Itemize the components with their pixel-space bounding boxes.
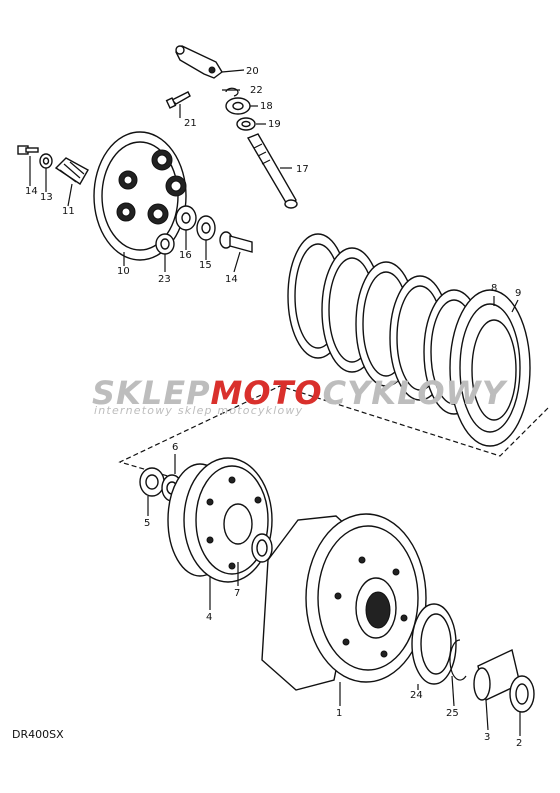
watermark-logo: SKLEPMOTOCYKLOWY internetowy sklep motoc… — [92, 374, 508, 417]
callout-11: 11 — [62, 206, 75, 217]
callout-6: 6 — [172, 442, 178, 453]
watermark-brand-part2: MOTO — [211, 374, 323, 412]
callout-13: 13 — [40, 192, 53, 203]
watermark-subtitle: internetowy sklep motocyklowy — [94, 404, 303, 417]
callout-18: 18 — [260, 101, 273, 112]
callout-20: 20 — [246, 66, 259, 77]
callout-16: 16 — [179, 250, 192, 261]
callout-23: 23 — [158, 274, 171, 285]
callout-22: 22 — [250, 85, 263, 96]
callout-19: 19 — [268, 119, 281, 130]
model-code: DR400SX — [12, 728, 64, 741]
watermark-brand-part3: CYKLOWY — [323, 374, 508, 412]
callout-9: 9 — [515, 288, 521, 299]
callout-24: 24 — [410, 690, 423, 701]
callout-21: 21 — [184, 118, 197, 129]
callout-7: 7 — [234, 588, 240, 599]
callout-2: 2 — [516, 738, 522, 749]
alignment-leader — [118, 385, 549, 493]
clutch-plates-stack — [287, 233, 531, 447]
callout-10: 10 — [117, 266, 130, 277]
clutch-housing-group — [261, 513, 427, 691]
gear-shaft-group — [411, 603, 535, 713]
callout-14-pushpiece: 14 — [225, 274, 238, 285]
clutch-hub-group — [139, 457, 273, 583]
callout-5: 5 — [144, 518, 150, 529]
leader-lines — [29, 69, 521, 736]
callout-14-bolt: 14 — [25, 186, 38, 197]
callout-8: 8 — [491, 283, 497, 294]
callout-labels: 20 22 18 19 21 17 14 13 11 10 23 16 15 1… — [25, 66, 522, 749]
svg-text:SKLEPMOTOCYKLOWY: SKLEPMOTOCYKLOWY — [92, 374, 508, 412]
callout-4: 4 — [206, 612, 212, 623]
callout-25: 25 — [446, 708, 459, 719]
watermark-brand-part1: SKLEP — [92, 374, 211, 412]
callout-17: 17 — [296, 164, 309, 175]
callout-15: 15 — [199, 260, 212, 271]
pressure-plate-group — [17, 131, 253, 261]
callout-1: 1 — [336, 708, 342, 719]
callout-3: 3 — [484, 732, 490, 743]
